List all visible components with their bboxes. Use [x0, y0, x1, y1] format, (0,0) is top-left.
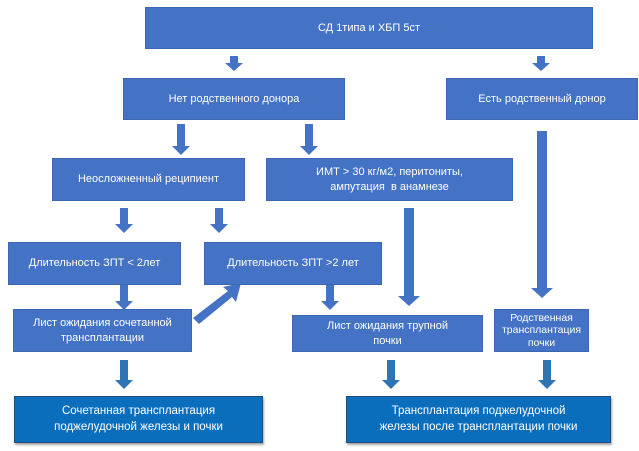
node-combined-waitlist-line1: Лист ожидания сочетанной: [33, 316, 172, 329]
arrow-no-donor-to-uncomplicated: [172, 124, 190, 155]
node-rrt-over-2-label: Длительность ЗПТ >2 лет: [227, 257, 359, 270]
arrow-uncomplicated-to-rrt-over-2: [210, 208, 228, 233]
arrow-cadaver-waitlist-to-pak: [382, 360, 400, 389]
node-no-related-donor: Нет родственного донора: [123, 78, 345, 120]
node-pak-line2: железы после трансплантации почки: [379, 420, 578, 433]
node-pak: Трансплантация поджелудочной железы посл…: [346, 396, 611, 443]
node-pak-line1: Трансплантация поджелудочной: [391, 404, 566, 417]
node-cadaver-kidney-waitlist-line2: почки: [373, 334, 402, 347]
arrow-rrt-under-2-to-combined-waitlist: [115, 285, 133, 310]
node-bmi-risk: ИМТ > 30 кг/м2, перитониты, ампутация в …: [266, 158, 513, 201]
node-uncomplicated-recipient-label: Неосложненный реципиент: [77, 173, 220, 186]
node-rrt-over-2: Длительность ЗПТ >2 лет: [204, 242, 382, 285]
arrow-combined-waitlist-to-spk: [115, 360, 133, 389]
node-related-kidney-tx-line2: трансплантация: [501, 324, 582, 337]
arrow-related-kidney-tx-to-pak: [538, 360, 556, 389]
node-spk: Сочетанная трансплантация поджелудочной …: [14, 396, 263, 443]
node-related-donor: Есть родственный донор: [446, 78, 638, 120]
arrow-uncomplicated-to-rrt-under-2: [115, 208, 133, 233]
node-cadaver-kidney-waitlist: Лист ожидания трупной почки: [292, 315, 483, 352]
node-related-donor-label: Есть родственный донор: [478, 92, 606, 105]
arrow-root-to-related-donor: [532, 56, 550, 71]
node-related-kidney-tx-line1: Родственная: [510, 311, 573, 324]
arrow-combined-waitlist-to-rrt-over-2: [193, 283, 241, 324]
node-bmi-risk-line2: ампутация в анамнезе: [330, 180, 449, 193]
arrow-related-donor-to-related-kidney-tx: [531, 131, 553, 298]
arrow-no-donor-to-bmi-risk: [300, 124, 318, 155]
node-spk-line1: Сочетанная трансплантация: [61, 404, 216, 417]
node-root-label: СД 1типа и ХБП 5ст: [317, 21, 420, 34]
node-cadaver-kidney-waitlist-line1: Лист ожидания трупной: [326, 319, 449, 332]
node-root: СД 1типа и ХБП 5ст: [145, 7, 593, 49]
node-spk-line2: поджелудочной железы и почки: [54, 420, 223, 433]
node-related-kidney-tx-line3: почки: [527, 336, 556, 349]
arrow-root-to-no-related-donor: [225, 56, 243, 71]
node-related-kidney-tx: Родственная трансплантация почки: [494, 309, 589, 352]
node-rrt-under-2-label: Длительность ЗПТ < 2лет: [28, 257, 161, 270]
node-uncomplicated-recipient: Неосложненный реципиент: [52, 158, 245, 201]
arrow-rrt-over-2-to-cadaver-waitlist: [321, 285, 339, 310]
node-combined-waitlist-line2: трансплантации: [60, 331, 145, 344]
node-rrt-under-2: Длительность ЗПТ < 2лет: [8, 242, 181, 285]
node-bmi-risk-line1: ИМТ > 30 кг/м2, перитониты,: [316, 165, 463, 178]
arrow-bmi-risk-to-cadaver-waitlist: [398, 208, 420, 306]
node-combined-waitlist: Лист ожидания сочетанной трансплантации: [13, 309, 192, 352]
node-no-related-donor-label: Нет родственного донора: [168, 92, 300, 105]
